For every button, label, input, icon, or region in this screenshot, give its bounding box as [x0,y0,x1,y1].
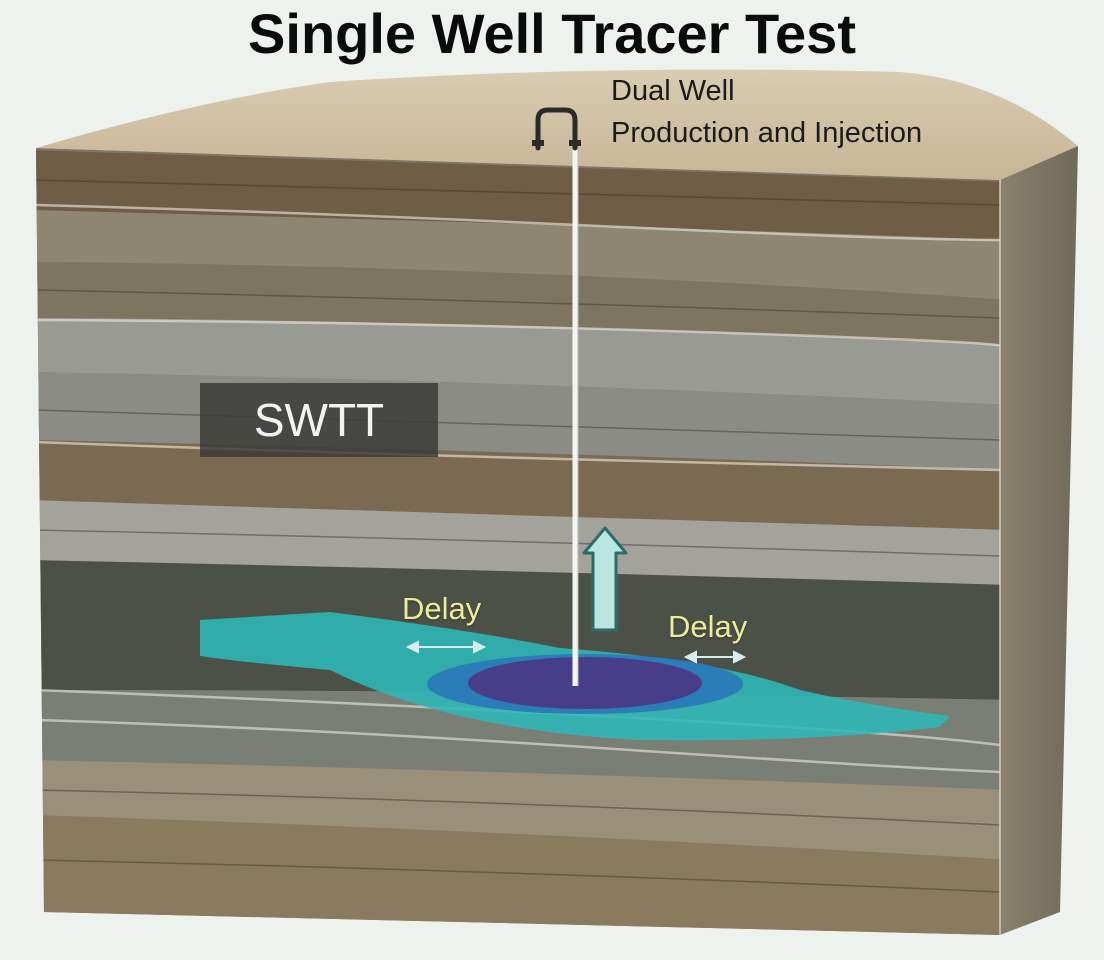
double-headed-arrow-icon [405,640,487,654]
ground-surface [36,69,1078,180]
swtt-label: SWTT [200,383,438,457]
double-headed-arrow-icon [683,650,747,664]
block-side-face [1000,146,1078,935]
well-label: Dual Well Production and Injection [611,70,922,154]
delay-label-right: Delay [668,609,748,644]
delay-label-left: Delay [402,591,482,626]
well-label-line1: Dual Well [611,75,735,107]
diagram-title: Single Well Tracer Test [248,2,856,65]
well-label-line2: Production and Injection [611,117,923,149]
up-arrow-icon [582,526,628,632]
rock-strata [36,148,1000,935]
wellhead-pipe-icon [532,107,581,151]
tracer-plume-core [468,657,702,709]
